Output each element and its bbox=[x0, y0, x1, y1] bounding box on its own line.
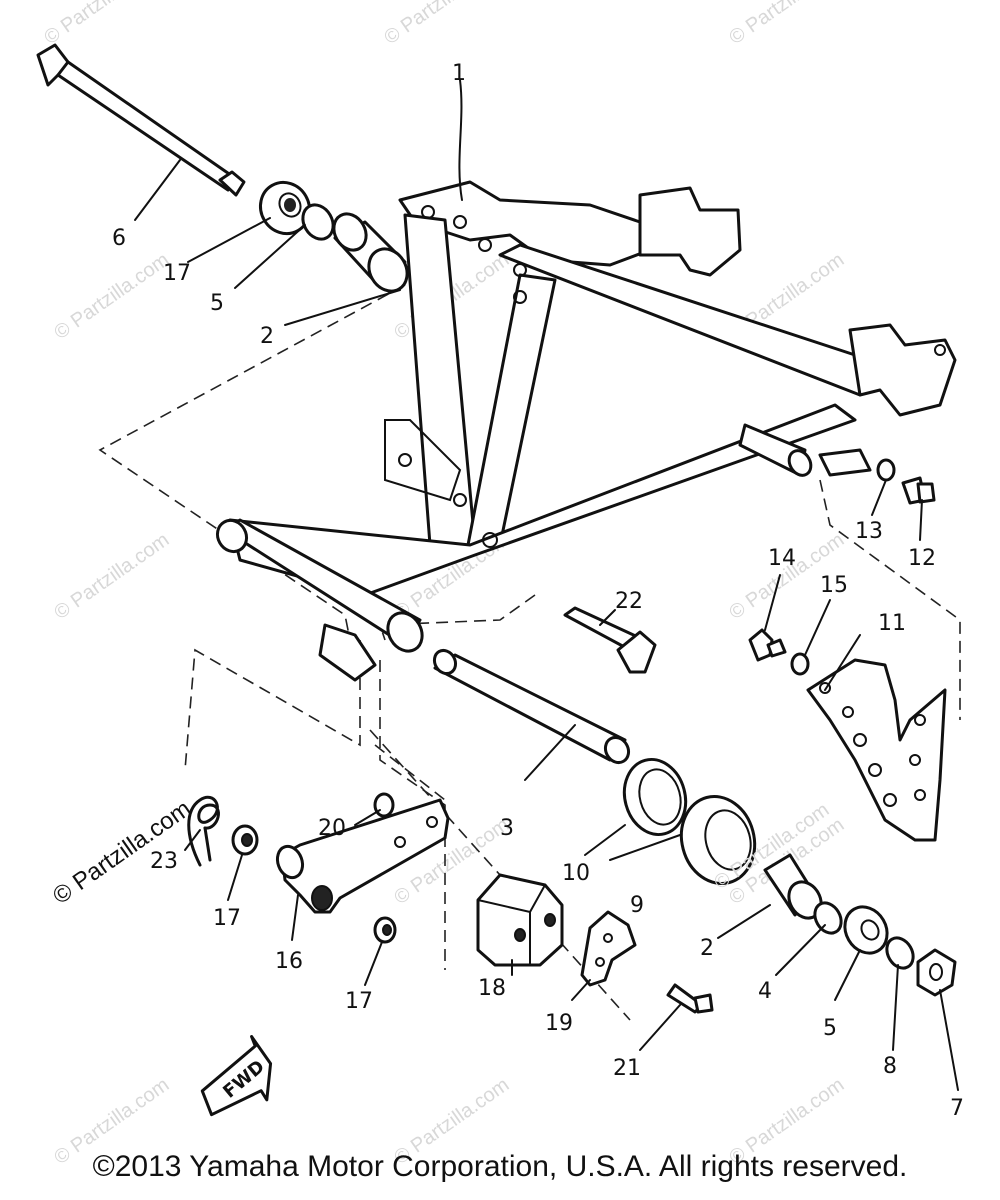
collar-17 bbox=[231, 824, 259, 856]
callout-2-lower: 2 bbox=[700, 936, 714, 961]
washer bbox=[301, 203, 335, 241]
callout-2: 2 bbox=[260, 324, 274, 349]
callout-16: 16 bbox=[275, 949, 303, 974]
bolt-12 bbox=[901, 476, 936, 505]
callout-15: 15 bbox=[820, 573, 848, 598]
copyright-notice: ©2013 Yamaha Motor Corporation, U.S.A. A… bbox=[92, 1150, 908, 1183]
callout-3: 3 bbox=[500, 816, 514, 841]
pivot-shaft bbox=[36, 43, 246, 197]
washer-15 bbox=[790, 652, 810, 676]
callout-17-lower: 17 bbox=[345, 989, 373, 1014]
collar-17-lower bbox=[373, 916, 397, 944]
callout-4-lower: 4 bbox=[758, 979, 772, 1004]
washer-13 bbox=[876, 458, 896, 482]
callout-12: 12 bbox=[908, 546, 936, 571]
callout-19: 19 bbox=[545, 1011, 573, 1036]
watermark: © Partzilla.com bbox=[380, 0, 503, 49]
callout-20: 20 bbox=[318, 816, 346, 841]
collar-bolt bbox=[563, 606, 657, 674]
callout-18: 18 bbox=[478, 976, 506, 1001]
wheel bbox=[679, 794, 757, 886]
collar-20 bbox=[373, 792, 395, 818]
washer-lower bbox=[813, 901, 843, 935]
bracket bbox=[806, 658, 947, 842]
callout-22: 22 bbox=[615, 589, 643, 614]
callout-4: 5 bbox=[210, 291, 224, 316]
plate bbox=[580, 910, 637, 987]
bushing-lower bbox=[763, 853, 823, 920]
callout-17: 17 bbox=[213, 906, 241, 931]
callout-10: 10 bbox=[562, 861, 590, 886]
swing-arm-frame bbox=[215, 180, 957, 682]
callout-1: 1 bbox=[452, 61, 466, 86]
spring bbox=[187, 796, 220, 867]
arm bbox=[275, 798, 450, 914]
bolt-21 bbox=[666, 983, 714, 1014]
callout-5: 17 bbox=[163, 261, 191, 286]
shaft bbox=[432, 648, 631, 765]
callout-11: 11 bbox=[878, 611, 906, 636]
callout-8: 8 bbox=[883, 1054, 897, 1079]
callout-leaders bbox=[134, 79, 959, 1091]
watermark: © Partzilla.com bbox=[50, 249, 173, 344]
callout-21: 21 bbox=[613, 1056, 641, 1081]
watermark-layer: © Partzilla.com © Partzilla.com © Partzi… bbox=[40, 0, 848, 1169]
callout-6: 6 bbox=[112, 226, 126, 251]
watermark: © Partzilla.com bbox=[50, 529, 173, 624]
callout-labels: 1 2 3 5 17 6 7 8 9 10 11 12 13 14 15 16 … bbox=[112, 61, 964, 1121]
bolt-14 bbox=[748, 628, 787, 662]
callout-13: 13 bbox=[855, 519, 883, 544]
watermark: © Partzilla.com bbox=[725, 0, 848, 49]
bushing bbox=[332, 212, 409, 293]
collar bbox=[622, 757, 688, 837]
watermark: © Partzilla.com bbox=[40, 0, 163, 49]
rubber-block bbox=[476, 873, 564, 967]
callout-5-lower: 5 bbox=[823, 1016, 837, 1041]
forward-arrow-icon: FWD bbox=[200, 1035, 273, 1117]
bearing-lower bbox=[843, 905, 889, 955]
callout-7: 7 bbox=[950, 1096, 964, 1121]
callout-9: 9 bbox=[630, 893, 644, 918]
callout-23: 23 bbox=[150, 849, 178, 874]
washer-small bbox=[885, 936, 915, 970]
callout-14: 14 bbox=[768, 546, 796, 571]
nut bbox=[916, 948, 957, 997]
